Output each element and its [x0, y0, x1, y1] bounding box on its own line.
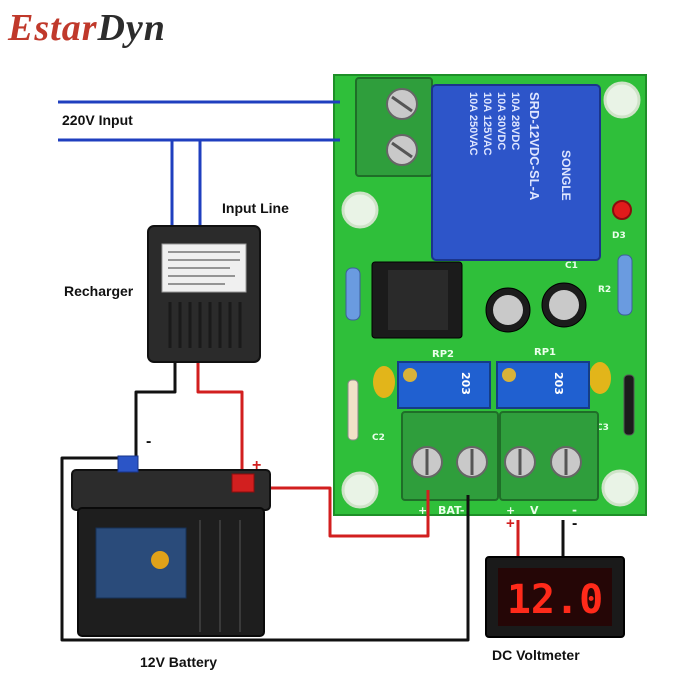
battery: - +	[71, 433, 271, 637]
brand-part2: Dyn	[97, 7, 166, 49]
battery-pos-sign: +	[252, 457, 261, 474]
resistor-icon	[617, 254, 633, 316]
yellow-capacitor	[589, 362, 611, 394]
voltmeter-terminal-block	[499, 411, 599, 501]
brand-logo: EstarDyn	[8, 6, 166, 50]
mount-hole	[341, 191, 379, 229]
charger-board: 10A 250VAC 10A 125VAC 10A 30VDC 10A 28VD…	[333, 74, 647, 517]
ic-chip	[371, 261, 463, 339]
battery-neg-terminal	[117, 455, 139, 473]
trim-pot-rp2: 203	[397, 361, 491, 409]
d3-label: D3	[612, 231, 626, 241]
relay-text: 10A 28VDC	[509, 92, 521, 150]
mount-hole	[603, 81, 641, 119]
label-voltmeter: DC Voltmeter	[492, 647, 580, 663]
rp2-label: RP2	[432, 349, 454, 360]
wire-battery-neg	[60, 456, 470, 642]
rp1-label: RP1	[534, 347, 556, 358]
pot-marking: 203	[552, 372, 565, 395]
relay-model: SRD-12VDC-SL-A	[527, 92, 542, 201]
mount-hole	[601, 469, 639, 507]
v-label: V	[530, 504, 539, 517]
meter-pos-sign: +	[506, 515, 515, 532]
yellow-capacitor	[373, 366, 395, 398]
r2-label: R2	[598, 285, 611, 295]
bat-label: BAT-	[438, 504, 465, 517]
led-icon	[612, 200, 632, 220]
label-recharger: Recharger	[64, 283, 134, 299]
brand-part1: Estar	[8, 7, 98, 49]
label-battery: 12V Battery	[140, 654, 218, 670]
trim-pot-rp1: 203	[496, 361, 590, 409]
c3-label: C3	[596, 423, 609, 433]
battery-sticker	[95, 527, 187, 599]
diode-icon	[623, 374, 635, 436]
input-terminal-block	[355, 77, 433, 177]
c2-label: C2	[372, 433, 385, 443]
diode-icon	[347, 379, 359, 441]
v-minus-label: -	[572, 503, 577, 517]
relay: 10A 250VAC 10A 125VAC 10A 30VDC 10A 28VD…	[431, 84, 601, 261]
wire-battery-pos	[258, 486, 430, 538]
wire-recharger-neg	[134, 360, 177, 458]
relay-brand: SONGLE	[559, 150, 573, 201]
bat-plus-label: +	[418, 504, 427, 517]
dc-voltmeter: 12.0 + -	[485, 515, 625, 638]
wires	[58, 100, 565, 642]
recharger-adapter	[147, 225, 261, 363]
mount-hole	[341, 471, 379, 509]
label-220v-input: 220V Input	[62, 112, 133, 128]
label-input-line: Input Line	[222, 200, 289, 216]
meter-neg-sign: -	[572, 515, 577, 532]
battery-neg-sign: -	[146, 433, 151, 450]
wire-recharger-pos	[196, 360, 244, 476]
pot-marking: 203	[459, 372, 472, 395]
battery-terminal-block	[401, 411, 499, 501]
relay-text: 10A 125VAC	[481, 92, 493, 156]
c1-label: C1	[565, 261, 578, 271]
resistor-icon	[345, 267, 361, 321]
battery-pos-terminal	[231, 473, 255, 493]
v-plus-label: +	[506, 504, 515, 517]
voltmeter-reading: 12.0	[507, 577, 603, 623]
relay-text: 10A 250VAC	[467, 92, 479, 156]
relay-text: 10A 30VDC	[495, 92, 507, 150]
